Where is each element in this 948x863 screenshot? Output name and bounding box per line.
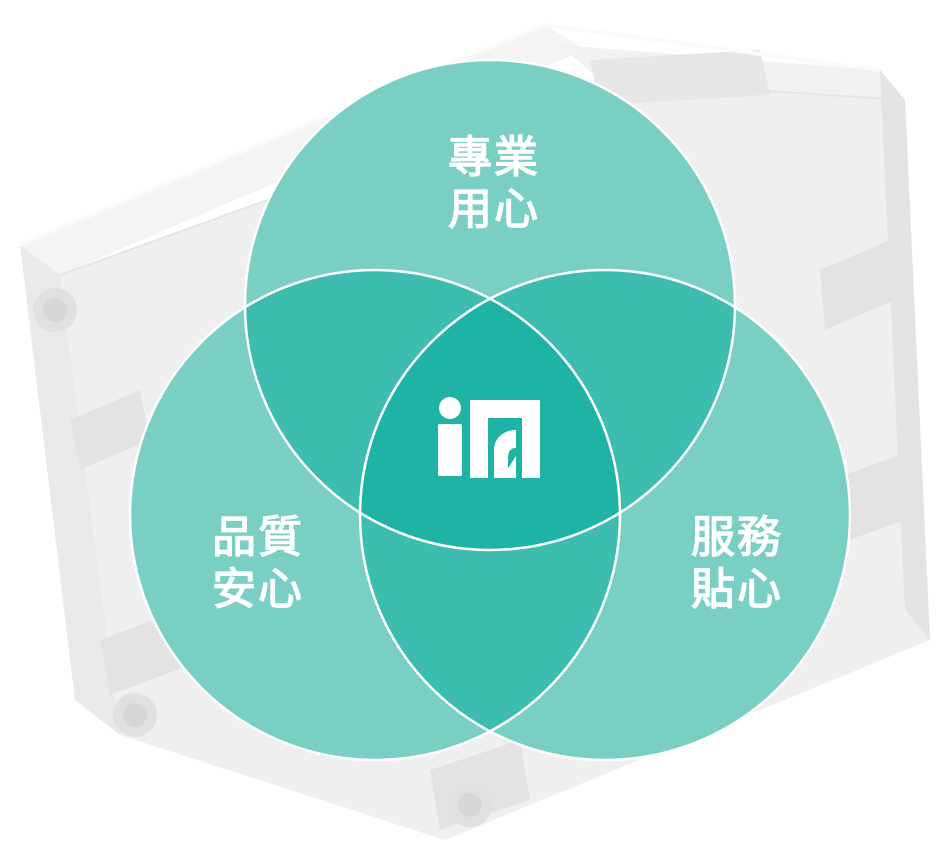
logo-mark-icon bbox=[438, 397, 540, 478]
label-top-line1: 專業 bbox=[448, 132, 540, 183]
label-left-line2: 安心 bbox=[212, 564, 304, 615]
label-right-line2: 貼心 bbox=[691, 564, 783, 615]
label-top-line2: 用心 bbox=[448, 184, 540, 235]
label-right-line1: 服務 bbox=[691, 512, 783, 563]
venn-outlines bbox=[128, 58, 852, 762]
label-left-line1: 品質 bbox=[212, 512, 304, 563]
overlap-center bbox=[360, 270, 620, 550]
